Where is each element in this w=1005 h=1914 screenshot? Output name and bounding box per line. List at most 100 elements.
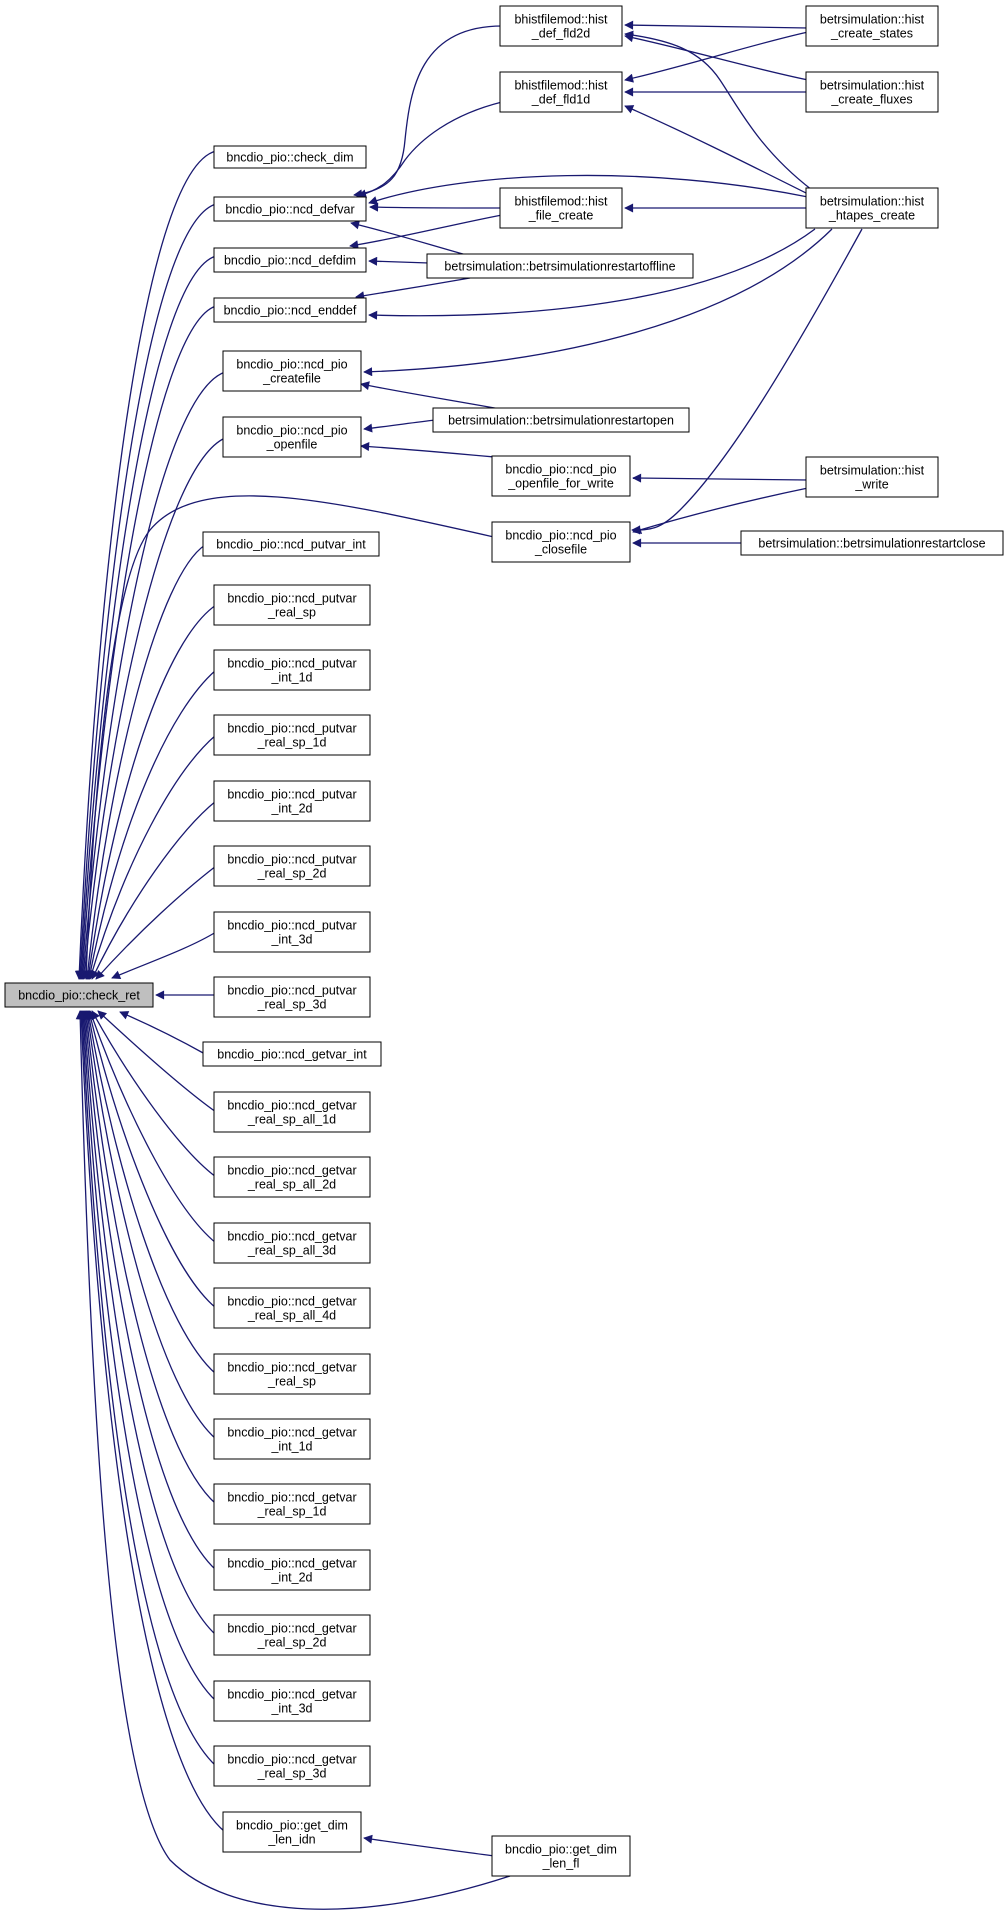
edge-ncd_putvar_real_sp_1d-to-check_ret: [87, 734, 217, 980]
edge-hist_htapes_create-to-hist_def_fld2d: [624, 30, 813, 191]
node-box: [213, 196, 367, 222]
node-box: [805, 187, 939, 229]
node-box: [202, 1041, 382, 1067]
node-box: [213, 1549, 371, 1591]
node-ncd_putvar_int_2d[interactable]: bncdio_pio::ncd_putvar_int_2d: [213, 780, 371, 822]
node-box: [213, 1091, 371, 1133]
node-label: _int_2d: [270, 802, 312, 816]
node-ncd_getvar_real_sp_3d[interactable]: bncdio_pio::ncd_getvar_real_sp_3d: [213, 1745, 371, 1787]
edge-hist_file_create-to-ncd_defdim: [349, 214, 503, 250]
node-label: _real_sp_all_4d: [247, 1309, 336, 1323]
edge-ncd_getvar_int_1d-to-check_ret: [83, 1010, 217, 1440]
edge-restartoffline-to-ncd_defvar: [350, 220, 471, 257]
node-label: bncdio_pio::get_dim: [505, 1843, 617, 1857]
node-box: [432, 407, 690, 433]
node-label: _real_sp_all_1d: [247, 1113, 336, 1127]
node-label: bhistfilemod::hist: [514, 79, 608, 93]
node-check_dim[interactable]: bncdio_pio::check_dim: [213, 145, 367, 169]
node-get_dim_len_fl[interactable]: bncdio_pio::get_dim_len_fl: [491, 1835, 631, 1877]
node-ncd_getvar_real_sp_all_4d[interactable]: bncdio_pio::ncd_getvar_real_sp_all_4d: [213, 1287, 371, 1329]
node-box: [213, 780, 371, 822]
node-ncd_putvar_int_1d[interactable]: bncdio_pio::ncd_putvar_int_1d: [213, 649, 371, 691]
node-ncd_putvar_int[interactable]: bncdio_pio::ncd_putvar_int: [202, 531, 380, 557]
node-check_ret[interactable]: bncdio_pio::check_ret: [4, 982, 154, 1008]
node-ncd_defdim[interactable]: bncdio_pio::ncd_defdim: [213, 247, 367, 273]
node-box: [805, 71, 939, 113]
edge-ncd_getvar_real_sp_1d-to-check_ret: [82, 1010, 217, 1505]
node-ncd_pio_openfile[interactable]: bncdio_pio::ncd_pio_openfile: [222, 416, 362, 458]
node-closefile[interactable]: bncdio_pio::ncd_pio_closefile: [491, 521, 631, 563]
edge-ncd_defvar-to-check_ret: [75, 203, 217, 980]
node-ncd_pio_createfile[interactable]: bncdio_pio::ncd_pio_createfile: [222, 350, 362, 392]
node-label: betrsimulation::betrsimulationrestartope…: [448, 414, 674, 428]
node-label: _def_fld1d: [531, 93, 590, 107]
node-box: [213, 1287, 371, 1329]
edge-ncd_getvar_int_3d-to-check_ret: [78, 1010, 217, 1702]
node-ncd_getvar_real_sp[interactable]: bncdio_pio::ncd_getvar_real_sp: [213, 1353, 371, 1395]
node-hist_def_fld2d[interactable]: bhistfilemod::hist_def_fld2d: [499, 5, 623, 47]
node-label: bncdio_pio::ncd_getvar: [227, 1753, 356, 1767]
node-restartclose[interactable]: betrsimulation::betrsimulationrestartclo…: [740, 530, 1004, 556]
node-label: betrsimulation::betrsimulationrestartclo…: [758, 537, 985, 551]
edge-restartoffline-to-ncd_defdim: [368, 256, 430, 266]
edges: [74, 20, 863, 1910]
edge-ncd_putvar_int_2d-to-check_ret: [91, 800, 217, 980]
node-get_dim_len_idn[interactable]: bncdio_pio::get_dim_len_idn: [222, 1811, 362, 1853]
node-ncd_getvar_real_sp_all_2d[interactable]: bncdio_pio::ncd_getvar_real_sp_all_2d: [213, 1156, 371, 1198]
edge-hist_write-to-closefile: [632, 487, 809, 534]
node-label: _openfile: [266, 438, 318, 452]
edge-ncd_putvar_int-to-check_ret: [83, 544, 206, 980]
node-hist_create_fluxes[interactable]: betrsimulation::hist_create_fluxes: [805, 71, 939, 113]
node-label: bncdio_pio::ncd_defvar: [225, 203, 354, 217]
node-ncd_getvar_int_3d[interactable]: bncdio_pio::ncd_getvar_int_3d: [213, 1680, 371, 1722]
node-hist_file_create[interactable]: bhistfilemod::hist_file_create: [499, 187, 623, 229]
edge-get_dim_len_idn-to-check_ret: [76, 1010, 226, 1833]
node-ncd_enddef[interactable]: bncdio_pio::ncd_enddef: [213, 297, 367, 323]
node-label: bncdio_pio::check_dim: [226, 151, 353, 165]
node-label: _int_3d: [270, 1702, 312, 1716]
edge-restartopen-to-ncd_pio_createfile: [360, 381, 501, 410]
node-ncd_getvar_real_sp_2d[interactable]: bncdio_pio::ncd_getvar_real_sp_2d: [213, 1614, 371, 1656]
node-ncd_putvar_real_sp[interactable]: bncdio_pio::ncd_putvar_real_sp: [213, 584, 371, 626]
node-label: _htapes_create: [828, 209, 915, 223]
node-box: [805, 5, 939, 47]
edge-hist_htapes_create-to-ncd_enddef: [368, 228, 816, 320]
node-ncd_getvar_int[interactable]: bncdio_pio::ncd_getvar_int: [202, 1041, 382, 1067]
node-hist_create_states[interactable]: betrsimulation::hist_create_states: [805, 5, 939, 47]
node-ncd_getvar_real_sp_1d[interactable]: bncdio_pio::ncd_getvar_real_sp_1d: [213, 1483, 371, 1525]
node-label: bncdio_pio::get_dim: [236, 1819, 348, 1833]
node-label: bncdio_pio::ncd_getvar: [227, 1557, 356, 1571]
edge-ncd_defdim-to-check_ret: [76, 255, 217, 980]
node-restartoffline[interactable]: betrsimulation::betrsimulationrestartoff…: [426, 253, 694, 279]
node-restartopen[interactable]: betrsimulation::betrsimulationrestartope…: [432, 407, 690, 433]
node-label: betrsimulation::hist: [820, 79, 925, 93]
node-label: _len_fl: [542, 1857, 580, 1871]
node-ncd_putvar_int_3d[interactable]: bncdio_pio::ncd_putvar_int_3d: [213, 911, 371, 953]
edge-get_dim_len_fl-to-check_ret: [75, 1010, 511, 1910]
node-box: [202, 531, 380, 557]
edge-hist_def_fld2d-to-ncd_defvar: [353, 25, 503, 199]
node-box: [222, 350, 362, 392]
node-hist_htapes_create[interactable]: betrsimulation::hist_htapes_create: [805, 187, 939, 229]
node-ncd_putvar_real_sp_3d[interactable]: bncdio_pio::ncd_putvar_real_sp_3d: [213, 976, 371, 1018]
node-label: _real_sp_3d: [257, 1767, 327, 1781]
node-ncd_defvar[interactable]: bncdio_pio::ncd_defvar: [213, 196, 367, 222]
node-ncd_putvar_real_sp_2d[interactable]: bncdio_pio::ncd_putvar_real_sp_2d: [213, 845, 371, 887]
node-openfile_for_write[interactable]: bncdio_pio::ncd_pio_openfile_for_write: [491, 455, 631, 497]
node-label: _write: [854, 478, 888, 492]
node-ncd_putvar_real_sp_1d[interactable]: bncdio_pio::ncd_putvar_real_sp_1d: [213, 714, 371, 756]
node-box: [213, 247, 367, 273]
node-box: [213, 1353, 371, 1395]
node-hist_def_fld1d[interactable]: bhistfilemod::hist_def_fld1d: [499, 71, 623, 113]
node-ncd_getvar_int_1d[interactable]: bncdio_pio::ncd_getvar_int_1d: [213, 1418, 371, 1460]
node-box: [213, 145, 367, 169]
node-label: bncdio_pio::ncd_getvar: [227, 1361, 356, 1375]
node-hist_write[interactable]: betrsimulation::hist_write: [805, 456, 939, 498]
node-ncd_getvar_int_2d[interactable]: bncdio_pio::ncd_getvar_int_2d: [213, 1549, 371, 1591]
node-label: bncdio_pio::ncd_pio: [236, 358, 347, 372]
node-ncd_getvar_real_sp_all_3d[interactable]: bncdio_pio::ncd_getvar_real_sp_all_3d: [213, 1222, 371, 1264]
node-ncd_getvar_real_sp_all_1d[interactable]: bncdio_pio::ncd_getvar_real_sp_all_1d: [213, 1091, 371, 1133]
node-box: [805, 456, 939, 498]
edge-hist_create_states-to-hist_def_fld2d: [624, 20, 809, 30]
edge-hist_create_states-to-hist_def_fld1d: [624, 31, 809, 83]
